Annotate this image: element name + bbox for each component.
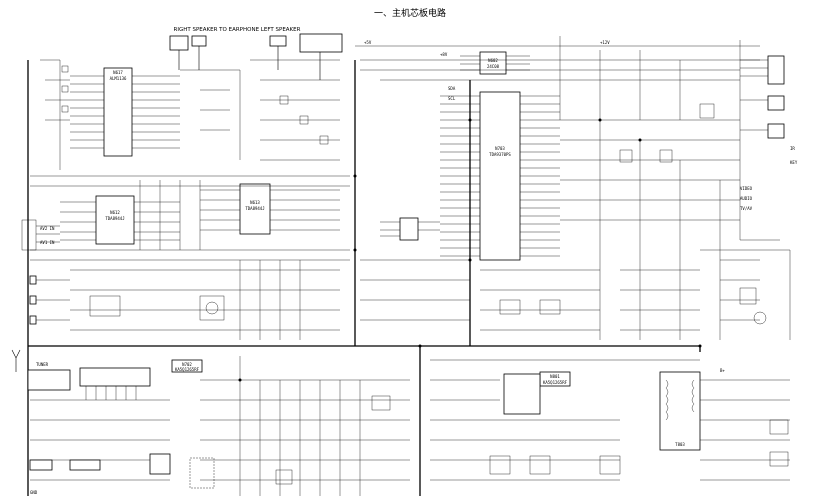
right-connectors — [740, 55, 785, 139]
svg-text:AV1 IN: AV1 IN — [40, 240, 55, 245]
connector-block-left — [29, 275, 70, 325]
svg-text:KA5Q1265RF: KA5Q1265RF — [543, 380, 568, 385]
svg-text:TDA9370PS: TDA9370PS — [489, 152, 511, 157]
svg-text:AV2 IN: AV2 IN — [40, 226, 55, 231]
svg-text:+12V: +12V — [600, 40, 610, 45]
svg-text:SCL: SCL — [448, 96, 456, 101]
svg-text:N617: N617 — [113, 70, 123, 75]
chip-n602: N602 24C08 — [460, 51, 530, 75]
svg-text:AUDIO: AUDIO — [740, 196, 753, 201]
svg-text:ALM1136: ALM1136 — [110, 76, 127, 81]
left-top-network — [40, 59, 340, 170]
svg-text:TDA8944J: TDA8944J — [245, 206, 264, 211]
svg-text:+5V: +5V — [364, 40, 372, 45]
svg-text:N702: N702 — [182, 362, 192, 367]
svg-text:VIDEO: VIDEO — [740, 186, 753, 191]
chip-n703: N703 TDA9370PS — [440, 91, 560, 261]
svg-text:N801: N801 — [550, 374, 560, 379]
svg-text:+8V: +8V — [440, 52, 448, 57]
svg-text:24C08: 24C08 — [487, 64, 500, 69]
svg-text:TUNER: TUNER — [36, 362, 49, 367]
antenna-tuner — [11, 349, 171, 481]
svg-text:N703: N703 — [495, 146, 505, 151]
power-supply-network — [430, 359, 700, 481]
svg-text:TV/AV: TV/AV — [740, 206, 753, 211]
junction-dots — [238, 118, 702, 382]
svg-text:B+: B+ — [720, 368, 725, 373]
svg-text:KEY: KEY — [790, 160, 798, 165]
chip-small-ir — [380, 217, 440, 241]
right-bottom-outputs — [700, 379, 790, 481]
svg-text:GND: GND — [30, 490, 38, 495]
svg-text:N602: N602 — [488, 58, 498, 63]
top-right-bus — [355, 36, 760, 120]
transformer-t803: T803 — [659, 371, 701, 451]
svg-text:T803: T803 — [675, 442, 685, 447]
mid-lower-network — [360, 259, 600, 331]
misc-labels: AV2 IN AV1 IN TV/AV VIDEO AUDIO +5V +8V … — [30, 40, 798, 495]
svg-text:N612: N612 — [110, 210, 120, 215]
right-network — [560, 40, 780, 340]
svg-text:KA5Q1265RF: KA5Q1265RF — [175, 367, 200, 372]
speaker-label: RIGHT SPEAKER TO EARPHONE LEFT SPEAKER — [174, 27, 301, 33]
deflection-network — [189, 356, 410, 496]
lower-right-network — [620, 249, 791, 340]
speaker-connectors — [169, 33, 343, 80]
svg-text:SDA: SDA — [448, 86, 456, 91]
page-title: 一、主机芯板电路 — [374, 7, 446, 19]
chip-n801: N801 KA5Q1265RF — [503, 371, 571, 415]
audio-network — [21, 175, 350, 261]
svg-text:TDA8944J: TDA8944J — [105, 216, 124, 221]
chip-n613: N613 TDA8944J — [200, 183, 340, 235]
chip-n612: N612 TDA8944J — [60, 195, 180, 245]
svg-text:IR: IR — [790, 146, 795, 151]
mid-left-components — [70, 260, 340, 340]
chip-n702: N702 KA5Q1265RF — [171, 359, 203, 373]
chip-n617: N617 ALM1136 — [70, 67, 180, 157]
svg-text:N613: N613 — [250, 200, 260, 205]
